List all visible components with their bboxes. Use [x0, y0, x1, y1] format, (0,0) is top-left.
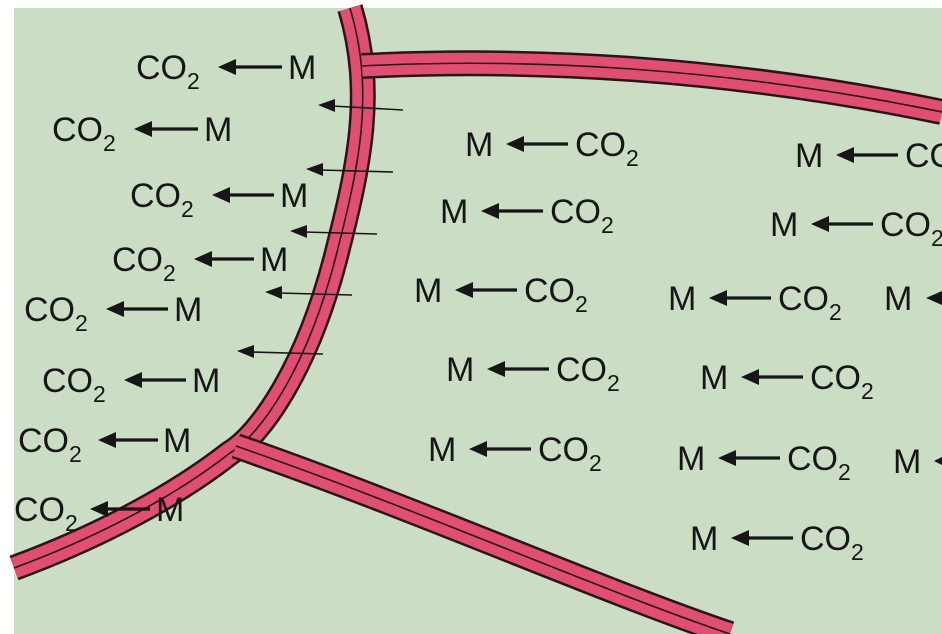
- reaction-co2-from-m: CO2 M: [52, 111, 232, 156]
- membrane-upper-midline: [361, 62, 942, 113]
- co2-label: CO2: [524, 272, 588, 317]
- co2-label: CO2: [575, 126, 639, 171]
- co2-label: CO2: [18, 422, 82, 467]
- metabolite-label: M: [414, 272, 442, 310]
- reaction-co2-from-m: CO2 M: [112, 241, 288, 286]
- reaction-co2-from-m: CO2 M: [136, 49, 316, 94]
- co2-label: CO2: [136, 49, 200, 94]
- co2-label: CO2: [556, 351, 620, 396]
- co2-label: CO2: [778, 280, 842, 325]
- metabolite-label: M: [465, 126, 493, 164]
- reaction-m-from-co2: M CO2: [446, 351, 620, 396]
- transit-arrow: [318, 99, 404, 112]
- co2-label: CO2: [112, 241, 176, 286]
- co2-label: CO2: [538, 431, 602, 476]
- metabolite-label: M: [204, 111, 232, 149]
- metabolite-label: M: [700, 359, 728, 397]
- reaction-m-from-co2: M CO2: [414, 272, 588, 317]
- reaction-m-from-co2: M CO2: [795, 137, 942, 182]
- co2-label: CO2: [14, 491, 78, 536]
- reaction-co2-from-m: CO2 M: [130, 177, 308, 222]
- metabolite-label: M: [174, 291, 202, 329]
- co2-label: CO2: [130, 177, 194, 222]
- reaction-m-from-co2: M CO2: [690, 520, 864, 565]
- reaction-co2-from-m: CO2 M: [42, 362, 220, 407]
- metabolite-label: M: [446, 351, 474, 389]
- co2-label: CO2: [905, 137, 942, 182]
- transit-arrow: [237, 345, 324, 358]
- co2-label: CO2: [787, 440, 851, 485]
- transit-arrow: [290, 225, 378, 238]
- membrane-curved-midline: [13, 7, 364, 569]
- co2-label: CO2: [880, 206, 942, 251]
- transit-arrows: [237, 99, 404, 358]
- co2-label: CO2: [550, 193, 614, 238]
- reaction-m-from-co2-partial: M: [884, 280, 942, 318]
- membrane-lower-midline: [235, 445, 731, 634]
- metabolite-label: M: [690, 520, 718, 558]
- metabolite-label: M: [893, 443, 921, 481]
- reaction-co2-from-m: CO2 M: [24, 291, 202, 336]
- reaction-co2-from-m: CO2 M: [14, 491, 184, 536]
- reaction-m-from-co2: M CO2: [770, 206, 942, 251]
- reaction-m-from-co2-partial: M: [893, 443, 942, 481]
- exterior-reactions: CO2 M CO2 M CO2 M CO2 M: [14, 49, 316, 536]
- membranes: [9, 4, 942, 634]
- transit-arrow: [306, 163, 394, 176]
- metabolite-label: M: [440, 193, 468, 231]
- co2-label: CO2: [24, 291, 88, 336]
- metabolite-label: M: [795, 137, 823, 175]
- metabolite-label: M: [280, 177, 308, 215]
- metabolite-label: M: [668, 280, 696, 318]
- metabolite-label: M: [156, 491, 184, 529]
- co2-label: CO2: [810, 359, 874, 404]
- metabolite-label: M: [428, 431, 456, 469]
- metabolite-label: M: [884, 280, 912, 318]
- co2-label: CO2: [52, 111, 116, 156]
- metabolite-label: M: [260, 241, 288, 279]
- reaction-m-from-co2: M CO2: [428, 431, 602, 476]
- reaction-m-from-co2: M CO2: [440, 193, 614, 238]
- reaction-m-from-co2: M CO2: [677, 440, 851, 485]
- reaction-co2-from-m: CO2 M: [18, 422, 191, 467]
- metabolite-label: M: [192, 362, 220, 400]
- metabolite-label: M: [770, 206, 798, 244]
- transit-arrow: [265, 286, 353, 299]
- reaction-m-from-co2: M CO2: [668, 280, 842, 325]
- reaction-m-from-co2: M CO2: [700, 359, 874, 404]
- co2-label: CO2: [800, 520, 864, 565]
- metabolite-label: M: [163, 422, 191, 460]
- metabolite-label: M: [288, 49, 316, 87]
- metabolite-label: M: [677, 440, 705, 478]
- co2-label: CO2: [42, 362, 106, 407]
- reaction-m-from-co2: M CO2: [465, 126, 639, 171]
- interior-reactions: M CO2 M CO2 M CO2 M CO2: [414, 126, 942, 565]
